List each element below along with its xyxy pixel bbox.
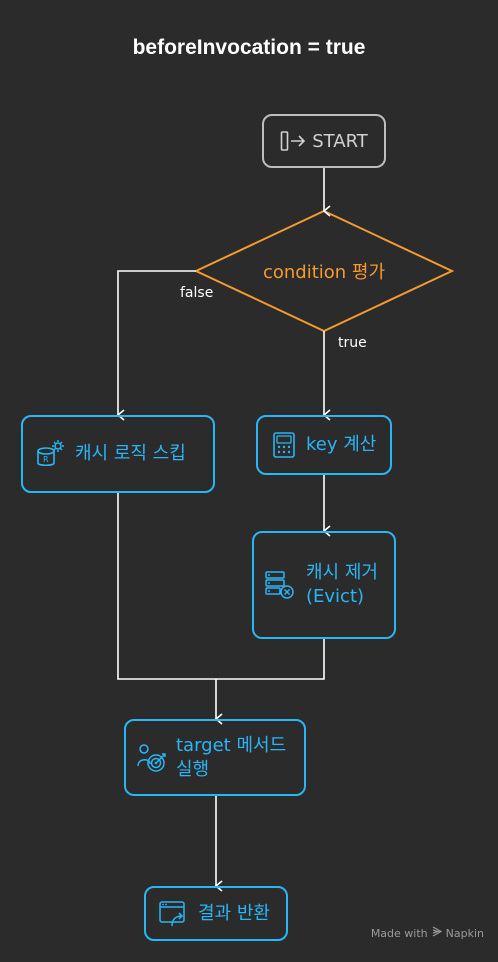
enter-arrow-icon	[280, 130, 306, 152]
page-title: beforeInvocation = true	[132, 36, 366, 59]
database-gear-icon: R	[35, 439, 65, 469]
skip-cache-node: R 캐시 로직 스킵	[21, 415, 215, 493]
napkin-watermark[interactable]: Made with Napkin	[371, 926, 484, 940]
execute-node: target 메서드 실행	[124, 719, 306, 796]
napkin-logo-icon	[432, 926, 442, 940]
return-node: 결과 반환	[144, 886, 288, 941]
start-label: START	[312, 130, 368, 152]
watermark-prefix: Made with	[370, 926, 428, 940]
window-return-icon	[158, 900, 188, 928]
svg-text:R: R	[43, 455, 49, 464]
key-calc-label: key 계산	[306, 434, 377, 455]
server-remove-icon	[264, 569, 296, 601]
evict-node: 캐시 제거 (Evict)	[252, 531, 396, 639]
true-edge-label: true	[338, 335, 367, 351]
condition-label: condition 평가	[262, 262, 386, 283]
calculator-icon	[272, 431, 296, 459]
edge-skip-to-merge	[117, 493, 216, 680]
start-node: START	[262, 114, 386, 168]
edge-condition-false-to-skip	[116, 270, 196, 421]
watermark-brand: Napkin	[445, 926, 484, 940]
skip-cache-label: 캐시 로직 스킵	[75, 443, 186, 464]
person-target-icon	[136, 742, 168, 774]
return-label: 결과 반환	[198, 902, 270, 924]
key-calc-node: key 계산	[256, 415, 392, 475]
edge-evict-to-merge	[216, 639, 325, 680]
execute-label: target 메서드 실행	[176, 734, 287, 780]
false-edge-label: false	[180, 285, 214, 301]
evict-label: 캐시 제거 (Evict)	[306, 562, 378, 607]
